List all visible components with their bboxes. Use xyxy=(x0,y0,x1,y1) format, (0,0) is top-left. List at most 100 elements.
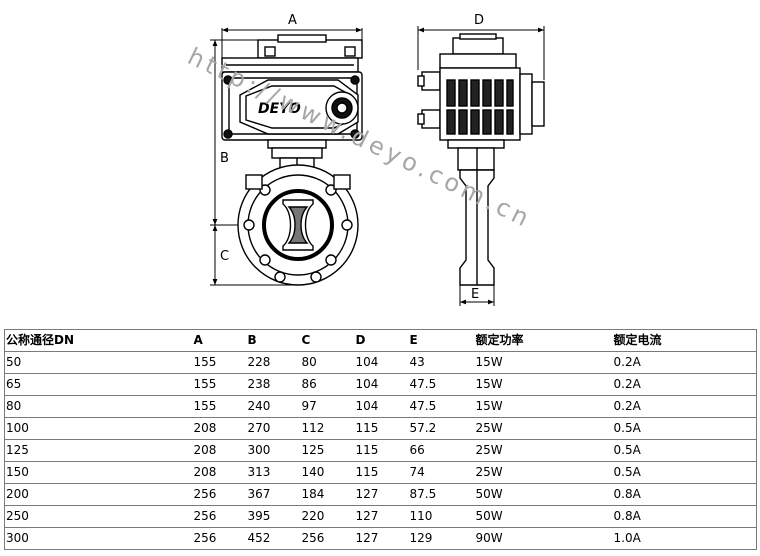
table-cell: 104 xyxy=(354,351,409,374)
table-cell: 150 xyxy=(4,461,193,484)
table-cell: 90W xyxy=(474,527,613,550)
side-view xyxy=(417,33,545,286)
table-cell: 80 xyxy=(4,395,193,418)
table-cell: 256 xyxy=(192,505,247,528)
table-cell: 25W xyxy=(474,417,613,440)
table-cell: 43 xyxy=(408,351,475,374)
table-cell: 228 xyxy=(246,351,301,374)
table-cell: 80 xyxy=(300,351,355,374)
table-cell: 250 xyxy=(4,505,193,528)
table-cell: 15W xyxy=(474,351,613,374)
table-cell: 155 xyxy=(192,373,247,396)
table-cell: 200 xyxy=(4,483,193,506)
table-cell: 127 xyxy=(354,527,409,550)
front-view xyxy=(221,34,363,286)
table-cell: 125 xyxy=(4,439,193,462)
table-cell: 0.5A xyxy=(612,417,757,440)
table-cell: 0.5A xyxy=(612,461,757,484)
column-header: 额定功率 xyxy=(474,329,613,352)
table-cell: 140 xyxy=(300,461,355,484)
table-cell: 47.5 xyxy=(408,373,475,396)
table-cell: 115 xyxy=(354,439,409,462)
table-cell: 47.5 xyxy=(408,395,475,418)
table-cell: 184 xyxy=(300,483,355,506)
table-cell: 104 xyxy=(354,373,409,396)
table-cell: 127 xyxy=(354,505,409,528)
table-cell: 313 xyxy=(246,461,301,484)
table-cell: 395 xyxy=(246,505,301,528)
table-cell: 300 xyxy=(4,527,193,550)
dimension-label-d: D xyxy=(474,13,484,28)
column-header: C xyxy=(300,329,355,352)
brand-text: DEYO xyxy=(258,101,301,117)
table-cell: 25W xyxy=(474,461,613,484)
table-cell: 50W xyxy=(474,483,613,506)
table-cell: 300 xyxy=(246,439,301,462)
table-cell: 97 xyxy=(300,395,355,418)
table-cell: 1.0A xyxy=(612,527,757,550)
table-cell: 452 xyxy=(246,527,301,550)
table-cell: 15W xyxy=(474,395,613,418)
table-cell: 57.2 xyxy=(408,417,475,440)
column-header: B xyxy=(246,329,301,352)
table-cell: 15W xyxy=(474,373,613,396)
table-cell: 115 xyxy=(354,461,409,484)
dimension-label-e: E xyxy=(471,287,479,302)
table-cell: 0.8A xyxy=(612,483,757,506)
side-dimensions xyxy=(417,26,545,306)
table-cell: 367 xyxy=(246,483,301,506)
front-dimensions xyxy=(210,27,363,286)
table-cell: 100 xyxy=(4,417,193,440)
table-cell: 125 xyxy=(300,439,355,462)
table-cell: 0.2A xyxy=(612,373,757,396)
table-cell: 74 xyxy=(408,461,475,484)
dimension-label-c: C xyxy=(220,249,229,264)
table-cell: 50W xyxy=(474,505,613,528)
table-cell: 270 xyxy=(246,417,301,440)
table-cell: 256 xyxy=(192,527,247,550)
column-header: D xyxy=(354,329,409,352)
table-cell: 256 xyxy=(300,527,355,550)
table-cell: 0.2A xyxy=(612,351,757,374)
table-cell: 112 xyxy=(300,417,355,440)
table-cell: 208 xyxy=(192,439,247,462)
table-cell: 155 xyxy=(192,395,247,418)
table-cell: 129 xyxy=(408,527,475,550)
dimension-label-b: B xyxy=(220,151,229,166)
column-header: A xyxy=(192,329,247,352)
table-cell: 115 xyxy=(354,417,409,440)
table-cell: 238 xyxy=(246,373,301,396)
table-cell: 127 xyxy=(354,483,409,506)
table-cell: 66 xyxy=(408,439,475,462)
table-cell: 208 xyxy=(192,417,247,440)
column-header: 公称通径DN xyxy=(4,329,193,352)
table-cell: 240 xyxy=(246,395,301,418)
table-cell: 25W xyxy=(474,439,613,462)
table-cell: 220 xyxy=(300,505,355,528)
table-cell: 155 xyxy=(192,351,247,374)
table-cell: 256 xyxy=(192,483,247,506)
column-header: 额定电流 xyxy=(612,329,757,352)
table-cell: 208 xyxy=(192,461,247,484)
valve-dimension-drawing: DEYO A B C xyxy=(183,13,545,306)
column-header: E xyxy=(408,329,475,352)
table-cell: 87.5 xyxy=(408,483,475,506)
table-cell: 0.8A xyxy=(612,505,757,528)
table-cell: 0.2A xyxy=(612,395,757,418)
table-cell: 104 xyxy=(354,395,409,418)
dimension-label-a: A xyxy=(288,13,297,28)
table-cell: 86 xyxy=(300,373,355,396)
table-cell: 110 xyxy=(408,505,475,528)
table-cell: 50 xyxy=(4,351,193,374)
